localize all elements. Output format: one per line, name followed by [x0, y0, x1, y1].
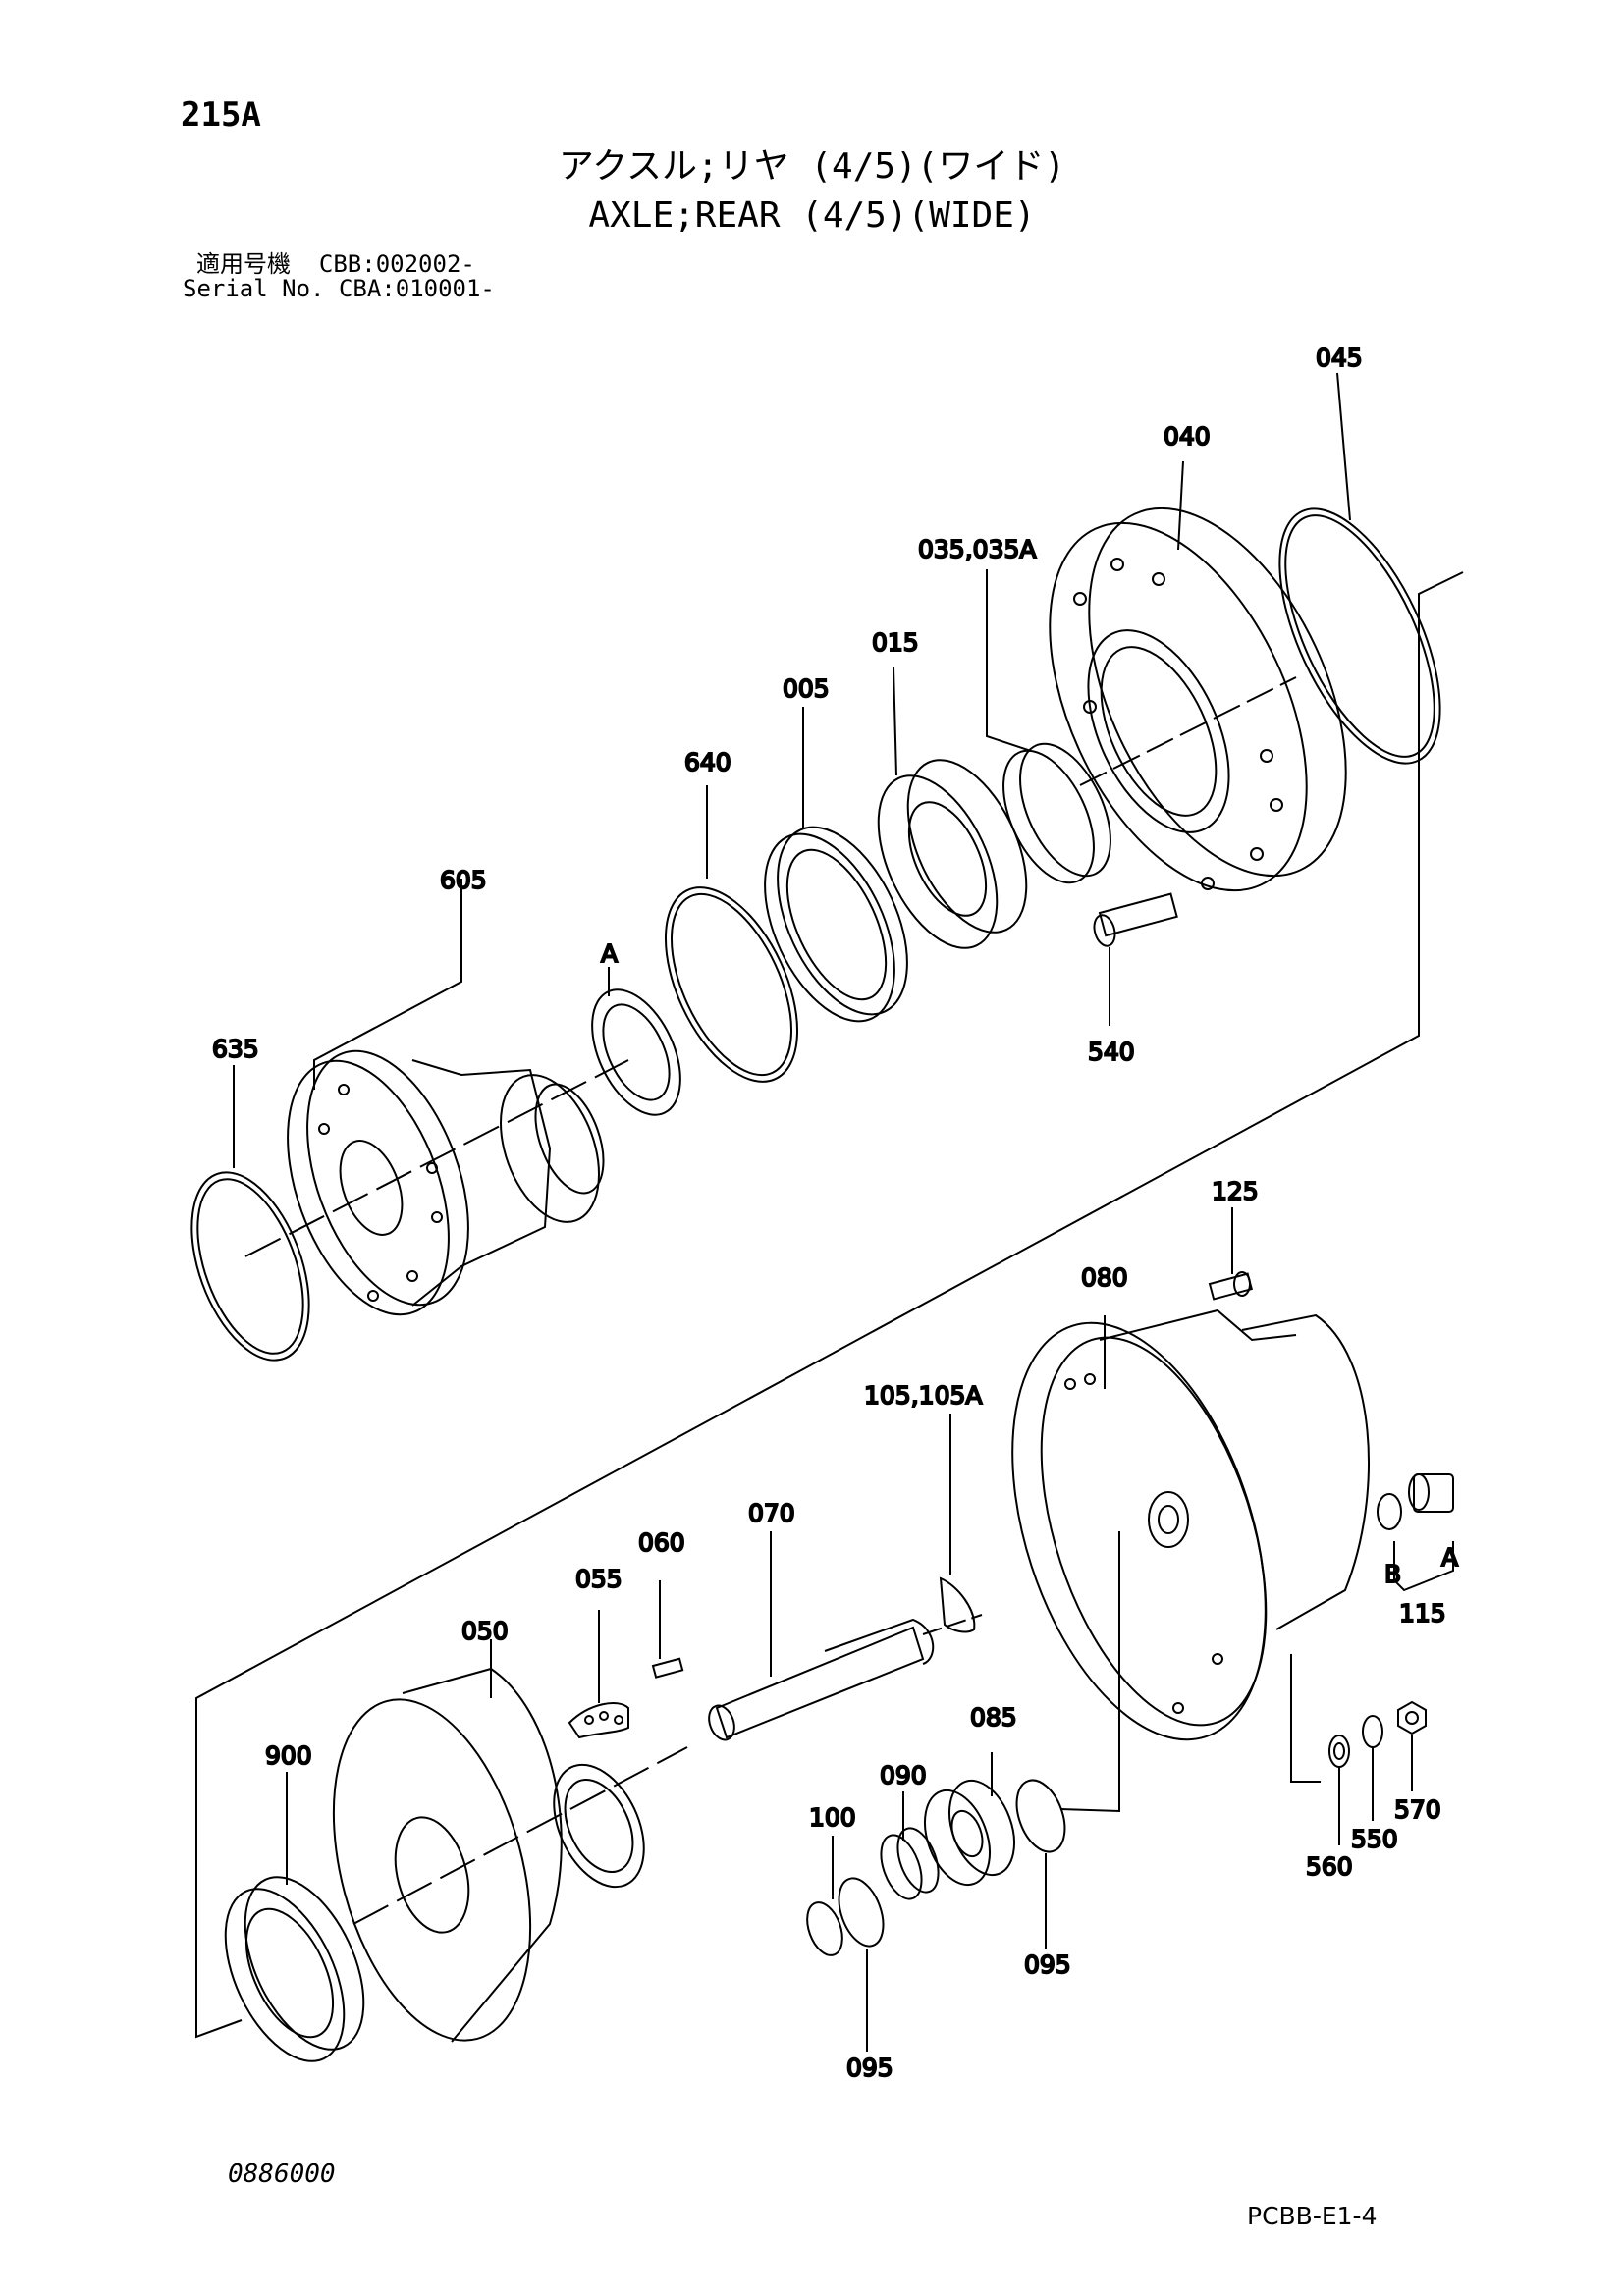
part-605-hub	[244, 879, 629, 1316]
part-080-drum-housing	[1011, 1308, 1370, 1813]
callout-055: 055	[575, 1565, 623, 1593]
callout-605: 605	[440, 866, 487, 894]
callout-035: 035,035A	[918, 535, 1036, 563]
callout-095-left: 095	[846, 2054, 893, 2082]
part-060-bolt	[651, 1580, 684, 1679]
drawing-number: 0886000	[228, 2160, 336, 2189]
callout-540: 540	[1088, 1038, 1135, 1066]
part-015-tapered-bearing	[877, 667, 1028, 949]
serial-range-en: Serial No. CBA:010001-	[183, 275, 495, 302]
part-635-oring	[190, 1065, 310, 1362]
callout-570: 570	[1394, 1795, 1441, 1824]
callout-105: 105,105A	[864, 1381, 982, 1410]
callout-115: 115	[1399, 1599, 1446, 1628]
callout-A-lower: A	[1441, 1543, 1458, 1572]
part-570-550-560-fasteners	[1328, 1700, 1427, 1845]
upper-assembly-frame	[195, 571, 1464, 2039]
part-055-lockplate	[568, 1610, 629, 1739]
title-japanese: アクスル;リヤ (4/5)(ワイド)	[558, 146, 1066, 187]
part-040-flange-housing	[1049, 460, 1347, 892]
callout-635: 635	[212, 1035, 259, 1063]
serial-range-jp: 適用号機 CBB:002002-	[196, 250, 475, 278]
callout-A-upper: A	[601, 939, 618, 968]
part-125-bolt	[1208, 1207, 1254, 1301]
callout-085: 085	[970, 1703, 1017, 1732]
part-115-plug	[1377, 1473, 1454, 1592]
callout-045: 045	[1316, 344, 1363, 372]
callout-550: 550	[1351, 1825, 1398, 1853]
part-090-needle-bearing	[880, 1791, 940, 1900]
callout-050: 050	[461, 1617, 509, 1645]
callout-080: 080	[1081, 1263, 1128, 1292]
part-100-ring	[806, 1836, 843, 1956]
part-070-splined-shaft	[708, 1531, 983, 1741]
callout-B: B	[1384, 1560, 1401, 1588]
part-A-locknut-lower	[553, 1763, 645, 1889]
callout-640: 640	[684, 748, 731, 776]
part-095-snapring-right	[1015, 1779, 1066, 1949]
part-085-planet-gear	[924, 1752, 1015, 1887]
callout-100: 100	[809, 1803, 856, 1832]
page-number: 215A	[181, 95, 261, 134]
part-640-oring	[664, 785, 799, 1083]
part-005-seal	[764, 707, 908, 1023]
callout-560: 560	[1306, 1852, 1353, 1881]
part-035-bearing-race	[986, 569, 1111, 884]
callout-040: 040	[1164, 422, 1211, 451]
part-045-oring	[1278, 372, 1441, 765]
part-900-bearing	[224, 1772, 365, 2062]
part-A-locknut-upper	[591, 967, 681, 1116]
title-english: AXLE;REAR (4/5)(WIDE)	[588, 195, 1036, 236]
page-code: PCBB-E1-4	[1247, 2202, 1378, 2230]
callout-005: 005	[783, 674, 830, 703]
part-540-bolt	[1093, 892, 1178, 1026]
callout-125: 125	[1212, 1177, 1259, 1205]
part-105-lockplate	[939, 1414, 976, 1633]
callout-095-right: 095	[1024, 1950, 1071, 1979]
callout-015: 015	[872, 628, 919, 657]
part-050-carrier-drum	[332, 1639, 688, 2043]
callout-060: 060	[638, 1528, 685, 1557]
callout-070: 070	[748, 1499, 795, 1527]
callout-090: 090	[880, 1761, 927, 1789]
callout-900: 900	[265, 1741, 312, 1770]
part-095-snapring-left	[838, 1877, 885, 2052]
